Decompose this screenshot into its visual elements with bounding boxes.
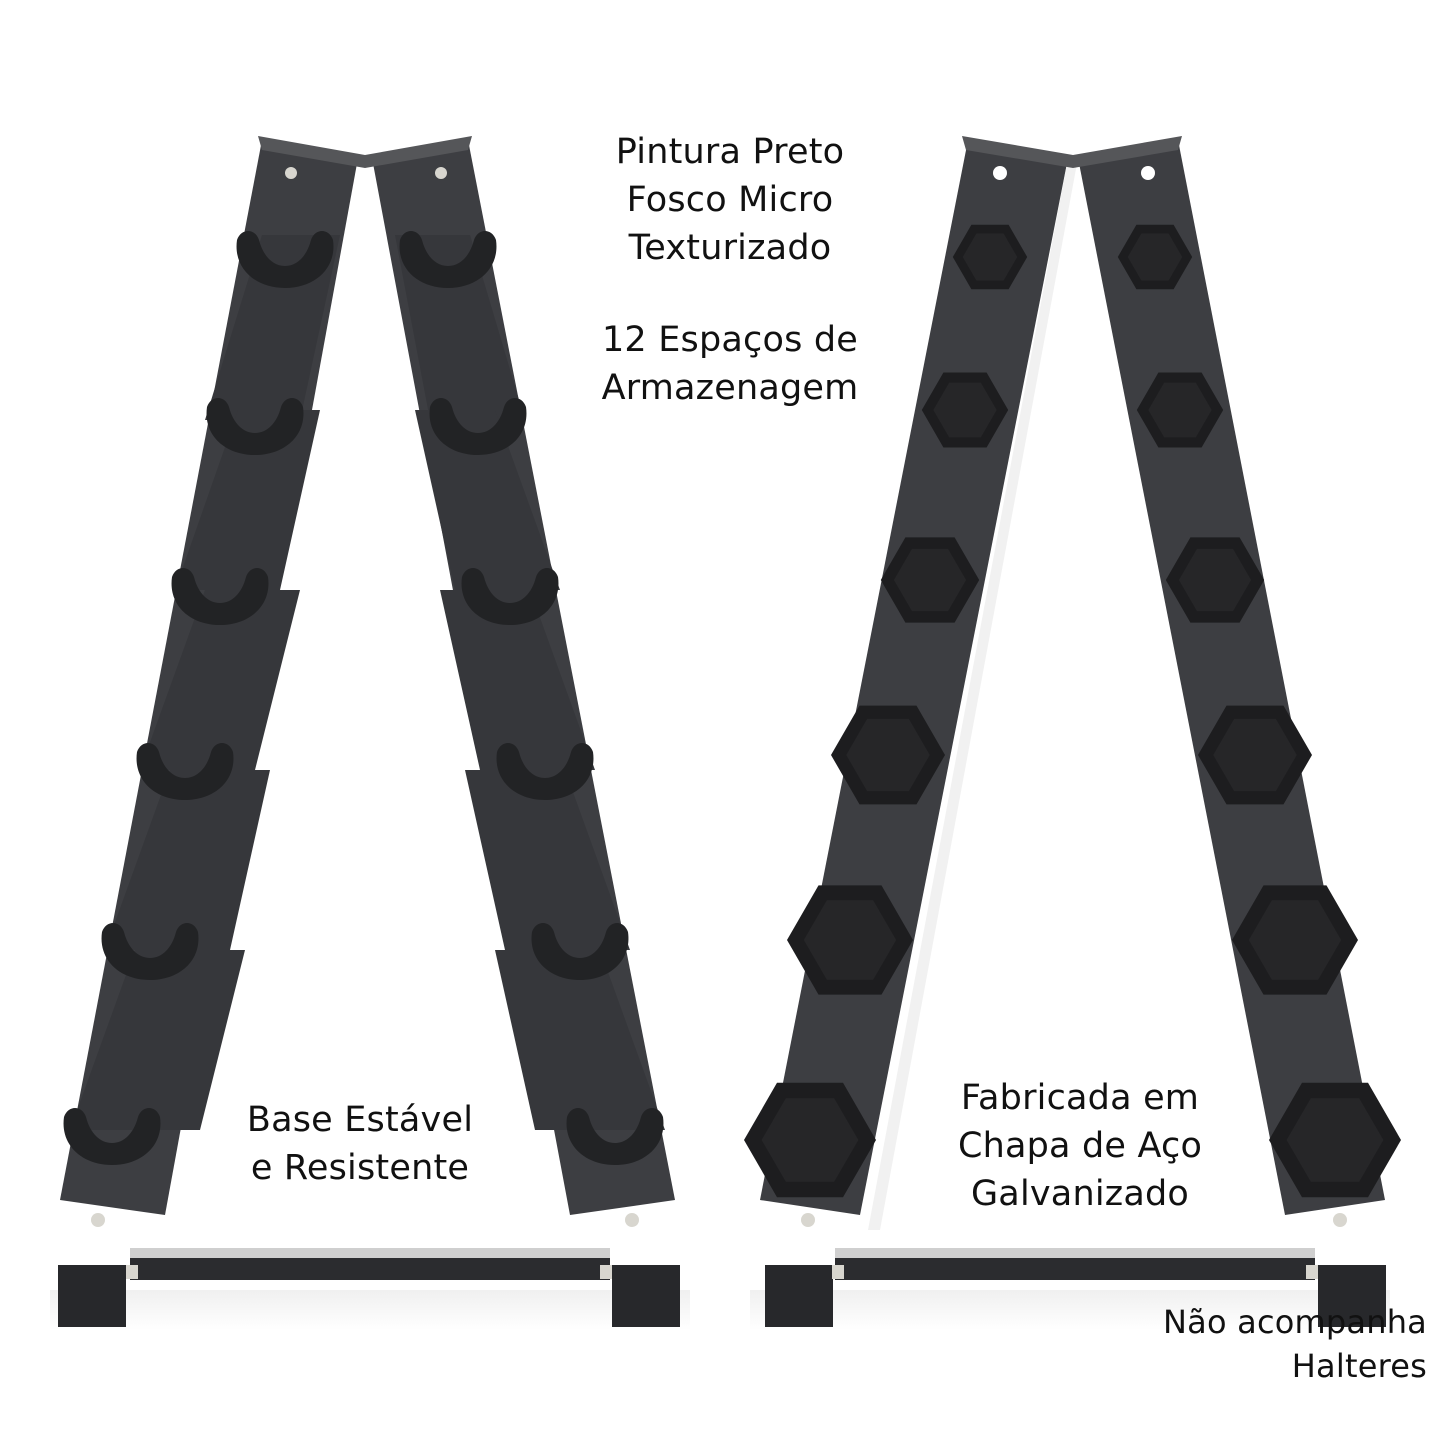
caption-line: Pintura Preto <box>615 132 845 172</box>
empty-rack <box>50 136 690 1330</box>
caption-line: Não acompanha <box>1163 1303 1427 1341</box>
caption-line: 12 Espaços de <box>601 320 859 360</box>
caption-stable-base: Base Estável e Resistente <box>200 1096 520 1192</box>
caption-dumbbells-not-included: Não acompanha Halteres <box>1107 1300 1427 1388</box>
caption-line: Texturizado <box>628 228 832 268</box>
caption-line: Halteres <box>1291 1347 1427 1385</box>
caption-paint-finish: Pintura Preto Fosco Micro Texturizado <box>560 128 900 272</box>
caption-galvanized-steel: Fabricada em Chapa de Aço Galvanizado <box>915 1074 1245 1218</box>
caption-line: e Resistente <box>250 1148 470 1188</box>
caption-line: Fabricada em <box>960 1078 1200 1118</box>
caption-storage-spaces: 12 Espaços de Armazenagem <box>560 316 900 412</box>
loaded-rack <box>744 136 1401 1330</box>
caption-line: Fosco Micro <box>626 180 834 220</box>
caption-line: Base Estável <box>246 1100 474 1140</box>
caption-line: Galvanizado <box>970 1174 1189 1214</box>
caption-line: Chapa de Aço <box>957 1126 1203 1166</box>
caption-line: Armazenagem <box>601 368 859 408</box>
